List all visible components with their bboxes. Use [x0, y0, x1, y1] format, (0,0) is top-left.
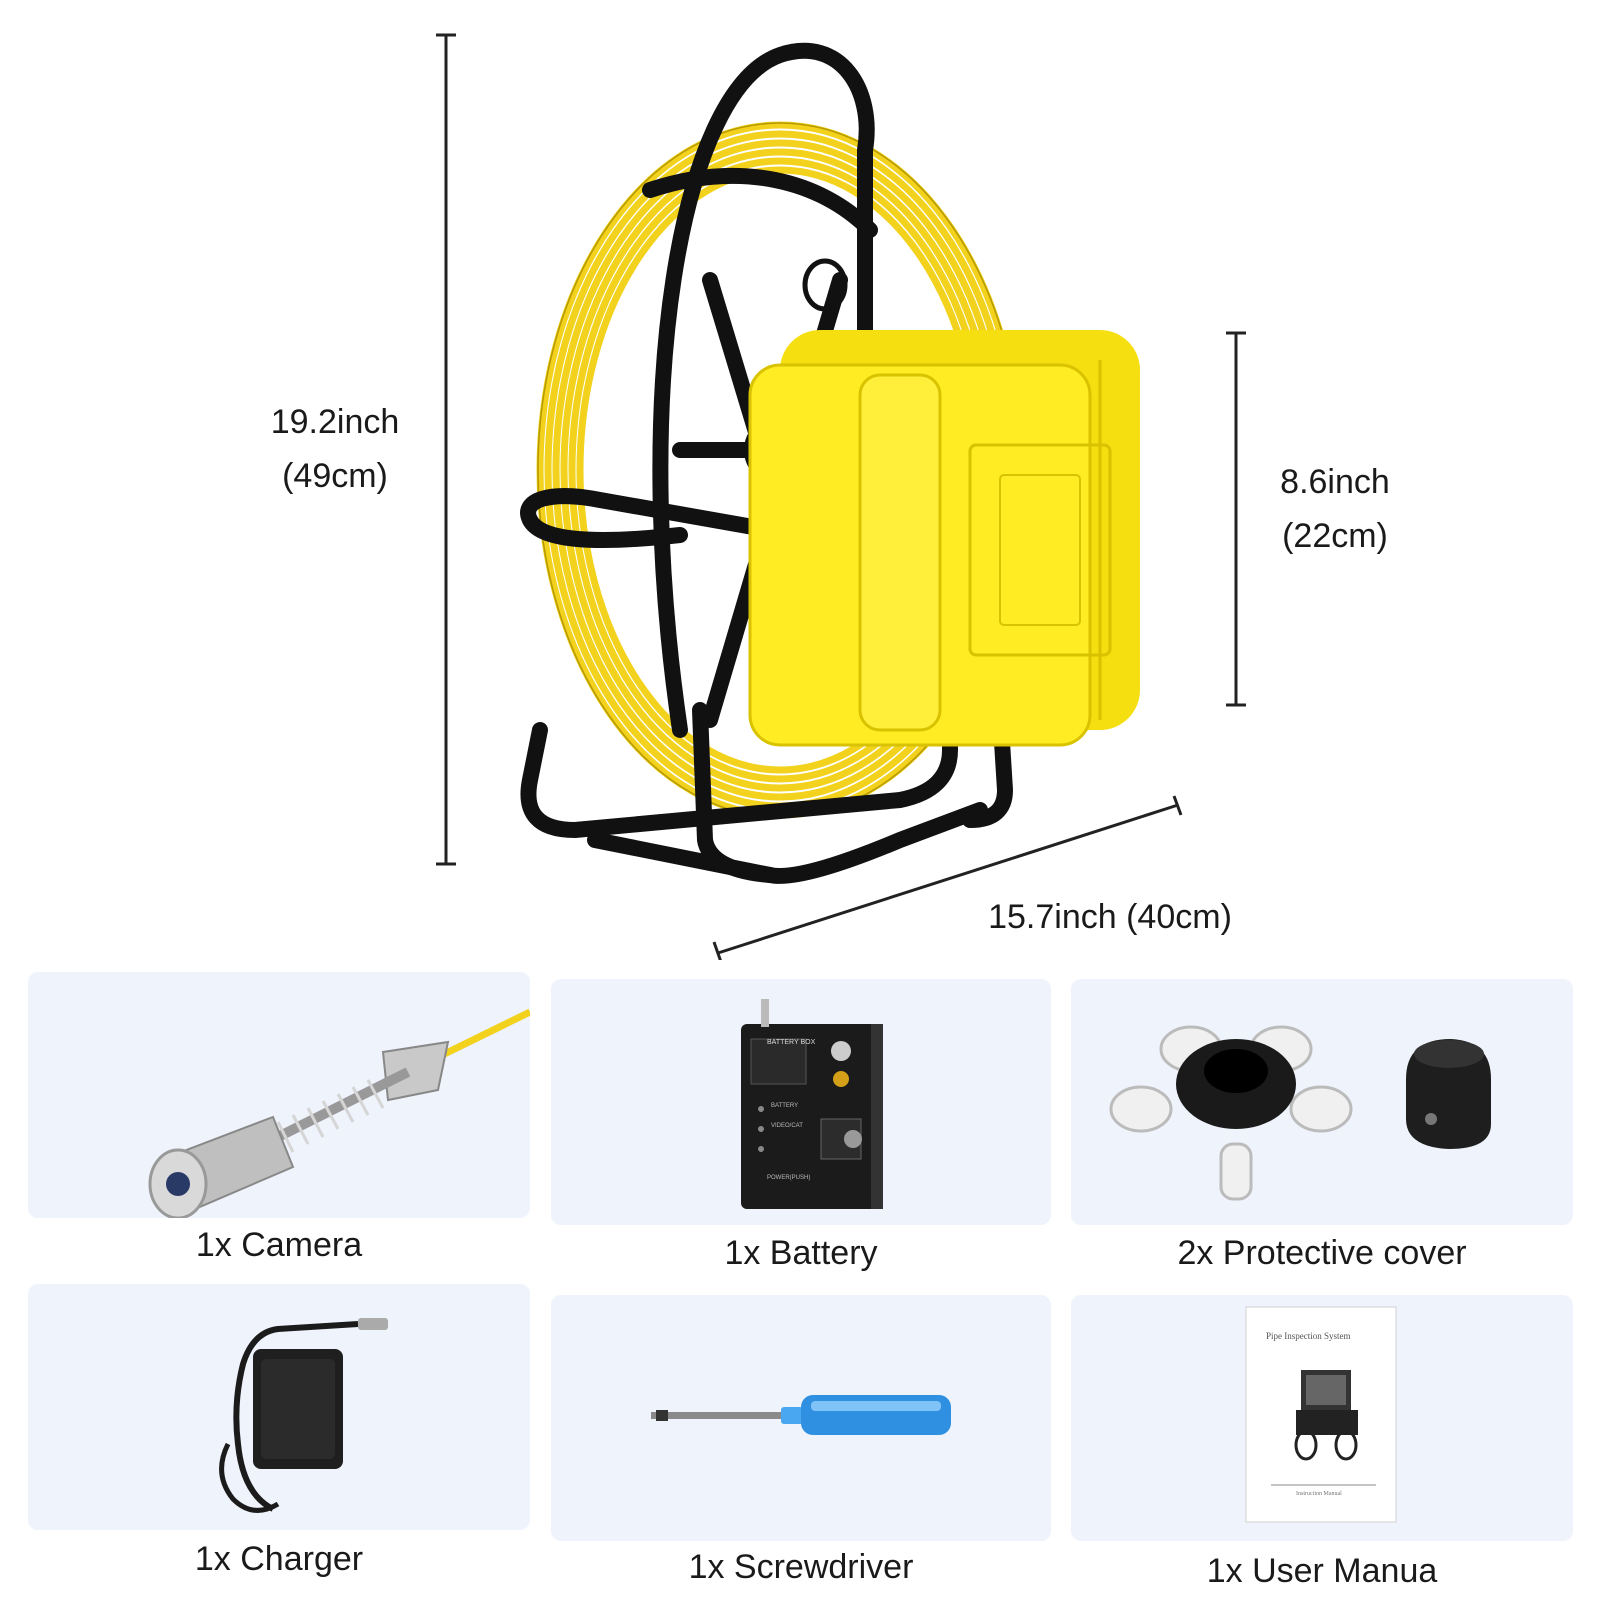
case-height-dimension-label: 8.6inch (22cm)	[1260, 455, 1410, 563]
pipe-inspection-reel-image	[520, 42, 1140, 884]
charger-caption: 1x Charger	[194, 1540, 364, 1578]
user-manual-icon	[1245, 1306, 1397, 1523]
battery-box-line-video: VIDEO/CAT	[771, 1123, 803, 1129]
battery-caption: 1x Battery	[724, 1234, 878, 1272]
camera-icon	[148, 1008, 530, 1218]
height-dimension-label: 19.2inch (49cm)	[250, 395, 420, 503]
charger-card	[28, 1284, 530, 1530]
user-manual-caption: 1x User Manua	[1206, 1552, 1438, 1590]
width-dimension-label: 15.7inch (40cm)	[988, 898, 1232, 936]
manual-footer: Instruction Manual	[1296, 1491, 1342, 1497]
battery-box-title: BATTERY BOX	[767, 1039, 816, 1046]
charger-icon	[219, 1318, 388, 1513]
user-manual-card: Pipe Inspection System Instruction Manua…	[1071, 1295, 1573, 1541]
height-cm: (49cm)	[282, 457, 388, 495]
camera-card	[28, 972, 530, 1218]
screwdriver-caption: 1x Screwdriver	[688, 1548, 914, 1586]
case-height-inch: 8.6inch	[1280, 463, 1390, 501]
battery-box-power: POWER(PUSH)	[767, 1175, 811, 1181]
protective-cover-caption: 2x Protective cover	[1177, 1234, 1467, 1272]
battery-card: BATTERY BOX BATTERY VIDEO/CAT POWER(PUSH…	[551, 979, 1051, 1225]
protective-cover-card	[1071, 979, 1573, 1225]
screwdriver-icon	[651, 1395, 951, 1435]
black-frame	[520, 42, 1013, 884]
battery-box-line-battery: BATTERY	[771, 1103, 799, 1109]
carry-case	[748, 330, 1140, 747]
manual-title: Pipe Inspection System	[1266, 1331, 1351, 1341]
dimension-lines	[436, 33, 1246, 960]
height-inch: 19.2inch	[270, 403, 400, 441]
camera-caption: 1x Camera	[195, 1226, 363, 1264]
screwdriver-card	[551, 1295, 1051, 1541]
protective-cover-icon	[1109, 1025, 1491, 1201]
battery-box-icon	[741, 999, 883, 1209]
case-height-cm: (22cm)	[1282, 517, 1388, 555]
